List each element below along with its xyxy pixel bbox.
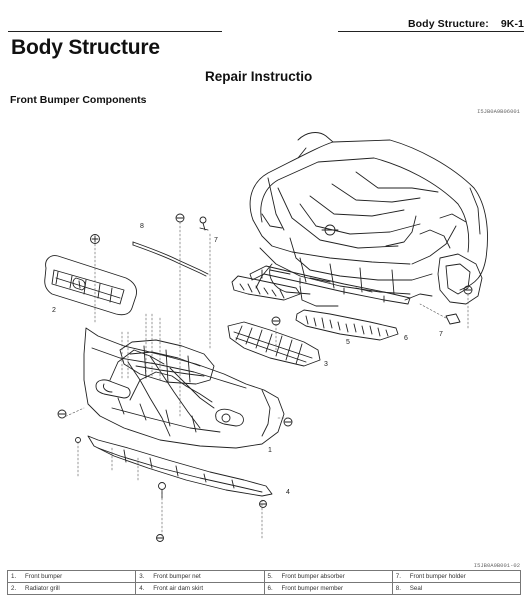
header-rule-right [338, 31, 524, 33]
subsection-title: Front Bumper Components [10, 94, 147, 106]
front-bumper-absorber [231, 275, 399, 341]
figure-code-top: I5JB0A9B06001 [477, 108, 520, 115]
front-bumper [83, 327, 285, 449]
running-title: Body Structure: [407, 18, 489, 30]
legend-row: 2.Radiator grill 4.Front air dam skirt 6… [6, 582, 522, 595]
vehicle-body-front [249, 132, 488, 307]
page-title: Body Structure [11, 36, 160, 59]
front-bumper-member [249, 265, 411, 305]
front-bumper-net [227, 321, 321, 367]
callout-2: 2 [52, 307, 56, 314]
exploded-view-diagram: 1 2 3 4 5 6 7 7 8 [0, 118, 528, 562]
section-title: Repair Instructio [205, 69, 313, 84]
legend-cell: 2.Radiator grill [6, 582, 137, 595]
callout-7a: 7 [214, 237, 218, 244]
figure-code-bottom: I5JB0A9B001-02 [473, 562, 520, 569]
legend-cell: 6.Front bumper member [263, 582, 393, 595]
header-rule-left [8, 31, 222, 33]
bumper-inner-bracket [119, 339, 215, 385]
callout-5: 5 [346, 339, 350, 346]
running-header: Body Structure: 9K-1 [408, 18, 524, 30]
front-air-dam-skirt [87, 435, 273, 497]
callout-3: 3 [324, 361, 328, 368]
legend-cell: 8.Seal [391, 582, 522, 595]
callout-4: 4 [286, 489, 290, 496]
callout-7b: 7 [439, 331, 443, 338]
callout-8: 8 [140, 223, 144, 230]
diagram-svg: 1 2 3 4 5 6 7 7 8 [44, 132, 488, 542]
legend-table: 1.Front bumper 3.Front bumper net 5.Fron… [6, 570, 522, 595]
legend-cell: 7.Front bumper holder [391, 570, 522, 583]
fasteners [57, 213, 473, 542]
radiator-grill [44, 255, 137, 316]
legend-cell: 4.Front air dam skirt [135, 582, 265, 595]
legend-cell: 3.Front bumper net [135, 570, 265, 583]
seal-strip [132, 241, 209, 277]
callout-6: 6 [404, 335, 408, 342]
legend-cell: 1.Front bumper [6, 570, 137, 583]
legend-cell: 5.Front bumper absorber [263, 570, 393, 583]
legend-row: 1.Front bumper 3.Front bumper net 5.Fron… [6, 570, 522, 583]
page-number: 9K-1 [500, 18, 524, 30]
callouts: 1 2 3 4 5 6 7 7 8 [52, 223, 443, 496]
callout-1: 1 [268, 447, 272, 454]
leader-lines [61, 221, 469, 539]
